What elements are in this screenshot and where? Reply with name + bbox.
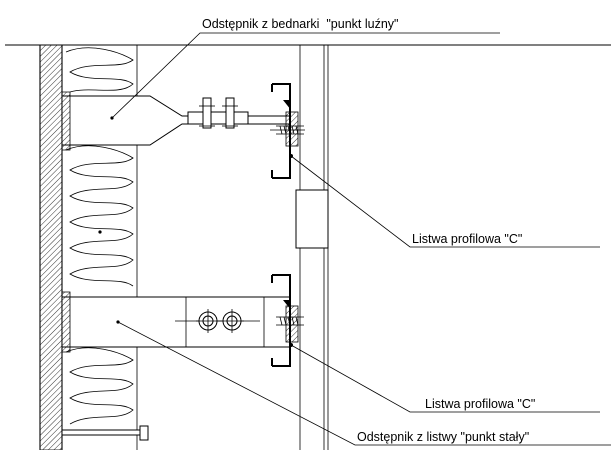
- screw-top: [276, 125, 304, 135]
- c-rail-top: [270, 83, 305, 179]
- bottom-bracket: [61, 291, 291, 353]
- label-bottom-bracket: Odstępnik z listwy "punkt stały": [357, 430, 529, 444]
- top-bracket: [61, 91, 291, 151]
- c-rail-bottom: [271, 274, 304, 367]
- label-top-bracket: Odstępnik z bednarki "punkt luźny": [202, 17, 398, 31]
- label-rail-top: Listwa profilowa "C": [412, 232, 522, 246]
- label-rail-bottom: Listwa profilowa "C": [425, 397, 535, 411]
- wall: [39, 44, 63, 450]
- leader-lines: [111, 32, 611, 446]
- bolt-top-2: [222, 97, 238, 129]
- bolt-bottom-1: [196, 309, 220, 333]
- bolt-top-1: [199, 97, 215, 129]
- cladding: [295, 45, 329, 450]
- screw-bottom: [276, 316, 304, 326]
- bottom-anchor: [61, 425, 149, 441]
- bolt-bottom-2: [220, 309, 244, 333]
